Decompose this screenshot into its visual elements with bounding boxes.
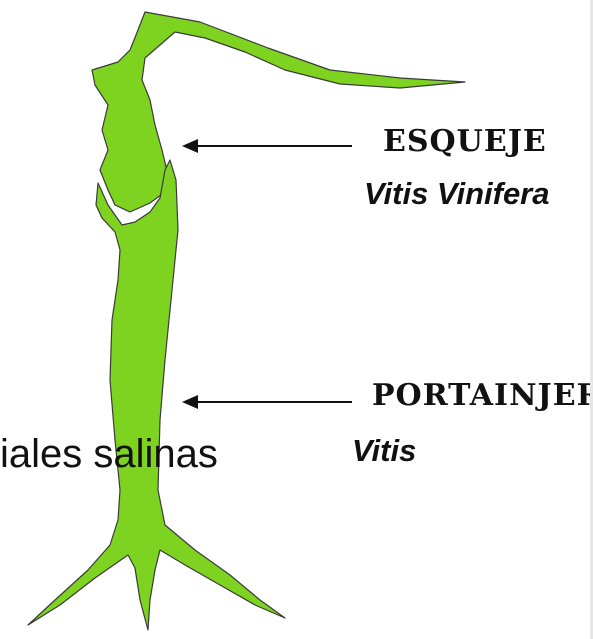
rootstock-shape	[28, 160, 285, 630]
rootstock-title-label: PORTAINJERTO	[372, 378, 593, 413]
overlay-caption: iales salinas	[0, 432, 218, 477]
rootstock-arrow	[182, 395, 352, 409]
scion-arrow	[182, 139, 352, 153]
rootstock-species-label: Vitis	[352, 433, 416, 469]
scion-species-label: Vitis Vinifera	[364, 176, 550, 212]
scion-title-label: ESQUEJE	[383, 124, 547, 159]
